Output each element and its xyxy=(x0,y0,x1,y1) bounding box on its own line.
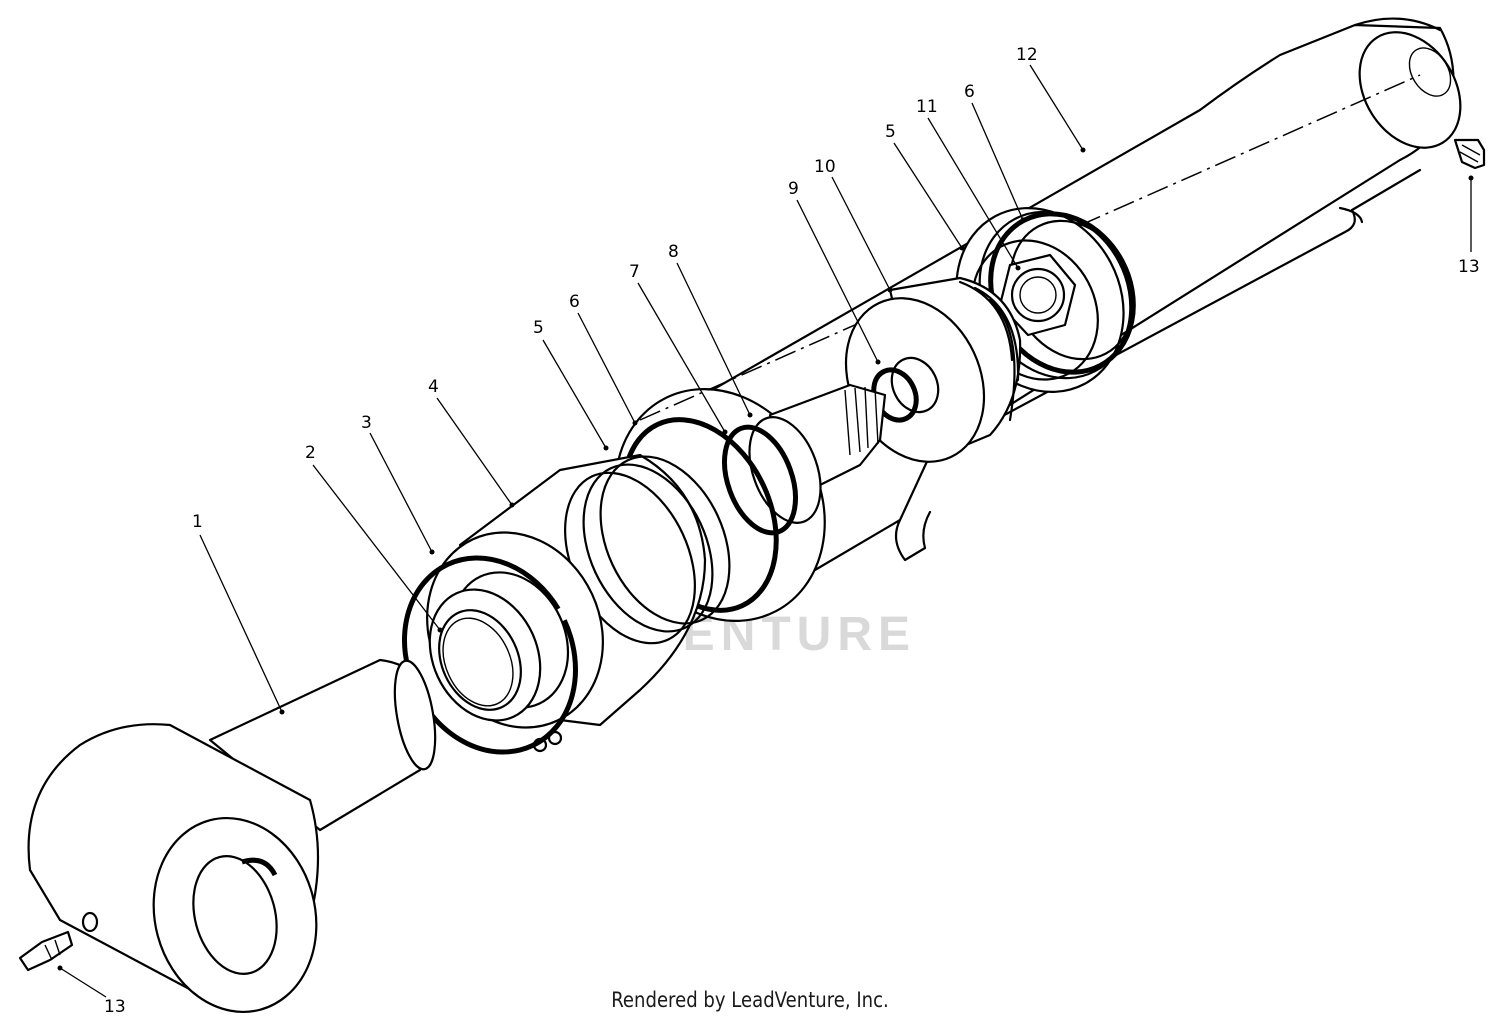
wiper-seal xyxy=(428,588,542,722)
grease-fitting-right xyxy=(1453,138,1486,170)
callout-1: 1 xyxy=(192,512,203,532)
rod-end xyxy=(27,658,437,1013)
callout-8: 8 xyxy=(668,242,679,262)
callout-5: 5 xyxy=(533,318,544,338)
callout-11: 11 xyxy=(916,97,938,117)
callout-labels: 1 2 3 4 5 6 7 8 9 10 5 11 6 12 13 13 xyxy=(104,45,1480,1017)
callout-12: 12 xyxy=(1016,45,1038,65)
callout-3: 3 xyxy=(361,413,372,433)
callout-2: 2 xyxy=(305,443,316,463)
callout-13-left: 13 xyxy=(104,997,126,1017)
ring-part-8 xyxy=(722,424,798,536)
callout-6b: 6 xyxy=(964,82,975,102)
leader-lines xyxy=(57,64,1474,998)
footer-credit: Rendered by LeadVenture, Inc. xyxy=(611,988,889,1012)
callout-9: 9 xyxy=(788,179,799,199)
callout-6: 6 xyxy=(569,292,580,312)
callout-7: 7 xyxy=(629,262,640,282)
callout-4: 4 xyxy=(428,377,439,397)
callout-13-right: 13 xyxy=(1458,257,1480,277)
callout-10: 10 xyxy=(814,157,836,177)
callout-5b: 5 xyxy=(885,122,896,142)
grease-fitting-left xyxy=(18,930,74,972)
